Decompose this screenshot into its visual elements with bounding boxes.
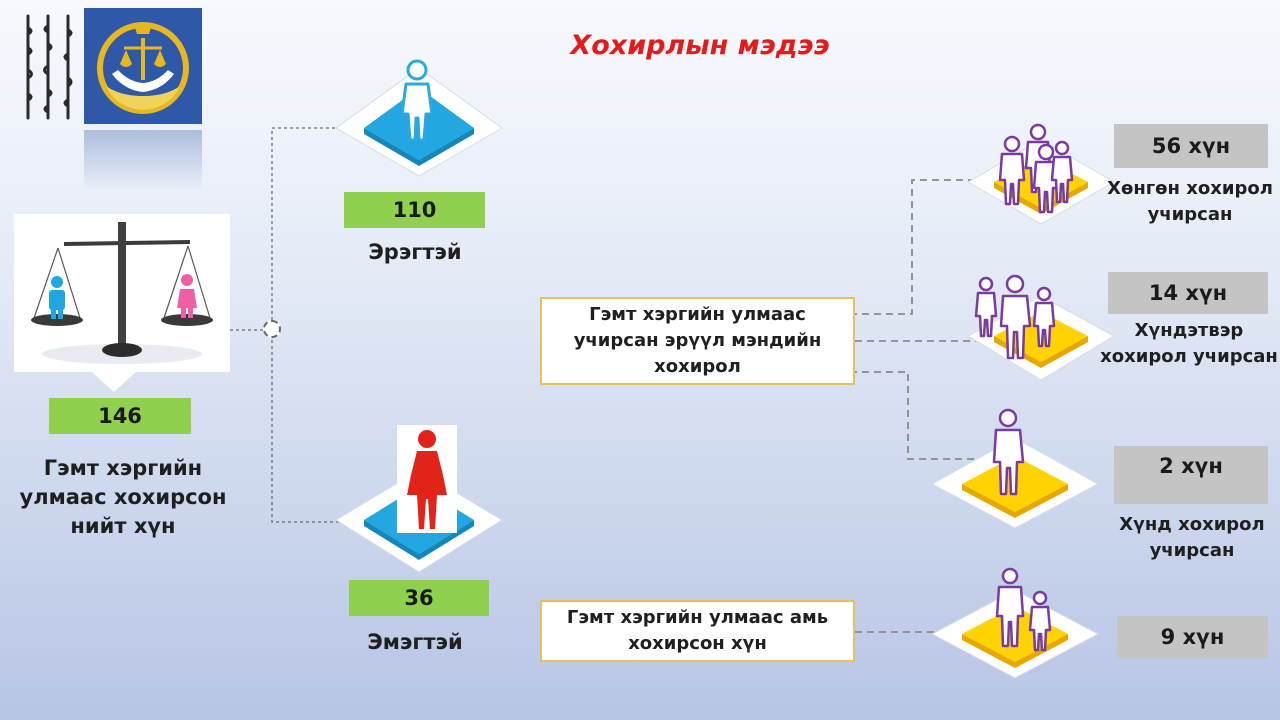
total-label-line: нийт хүн [70, 514, 176, 538]
female-count-bar: 36 [349, 580, 489, 616]
death-box-line: хохирсон хүн [628, 633, 767, 654]
severe-injury-label: Хүнд хохирол учирсан [1104, 512, 1280, 564]
total-label-line: Гэмт хэргийн [43, 456, 203, 480]
severe-injury-label-line: Хүнд хохирол [1119, 514, 1265, 535]
health-box-line: учирсан эрүүл мэндийн [573, 330, 822, 351]
junction-dot [263, 320, 281, 338]
death-box-line: Гэмт хэргийн улмаас амь [566, 607, 829, 628]
light-injury-label-line: Хөнгөн хохирол [1107, 178, 1273, 199]
death-count: 9 хүн [1117, 616, 1268, 658]
total-count-bar: 146 [49, 398, 191, 434]
balance-scale-card [14, 214, 230, 372]
health-box-line: Гэмт хэргийн улмаас [589, 304, 806, 325]
person-icon [992, 408, 1025, 496]
male-count-bar: 110 [344, 192, 485, 228]
female-label: Эмэгтэй [367, 630, 463, 654]
people-group-icon [974, 274, 1056, 360]
total-label: Гэмт хэргийн улмаас хохирсон нийт хүн [10, 454, 236, 541]
woman-icon [407, 430, 447, 529]
moderate-injury-count: 14 хүн [1108, 272, 1268, 314]
woman-card [397, 425, 457, 533]
death-box: Гэмт хэргийн улмаас амь хохирсон хүн [540, 600, 855, 662]
emblem-reflection [84, 130, 202, 190]
page-title: Хохирлын мэдээ [570, 30, 830, 61]
moderate-injury-label-line: Хүндэтвэр [1134, 320, 1244, 341]
man-icon [400, 59, 434, 142]
mongolian-script-icon [26, 14, 73, 120]
emblem-icon [84, 8, 202, 124]
balance-scale-icon [31, 222, 213, 364]
male-label: Эрэгтэй [368, 240, 462, 264]
severe-injury-platform [930, 408, 1100, 529]
moderate-injury-label: Хүндэтвэр хохирол учирсан [1098, 318, 1280, 370]
light-injury-label-line: учирсан [1147, 204, 1233, 225]
severe-injury-count: 2 хүн [1114, 446, 1268, 504]
moderate-injury-label-line: хохирол учирсан [1100, 346, 1278, 367]
people-group-icon [998, 123, 1074, 214]
death-platform [930, 567, 1100, 679]
light-injury-count: 56 хүн [1114, 124, 1268, 168]
severe-injury-label-line: учирсан [1149, 540, 1235, 561]
people-group-icon [995, 567, 1052, 652]
health-box-line: хохирол [654, 356, 741, 377]
male-platform [335, 59, 503, 177]
scale-card-pointer [92, 372, 136, 392]
health-damage-box: Гэмт хэргийн улмаас учирсан эрүүл мэндий… [540, 297, 855, 385]
moderate-injury-platform [966, 274, 1116, 381]
total-label-line: улмаас хохирсон [19, 485, 227, 509]
light-injury-label: Хөнгөн хохирол учирсан [1100, 176, 1280, 228]
light-injury-platform [966, 123, 1116, 225]
